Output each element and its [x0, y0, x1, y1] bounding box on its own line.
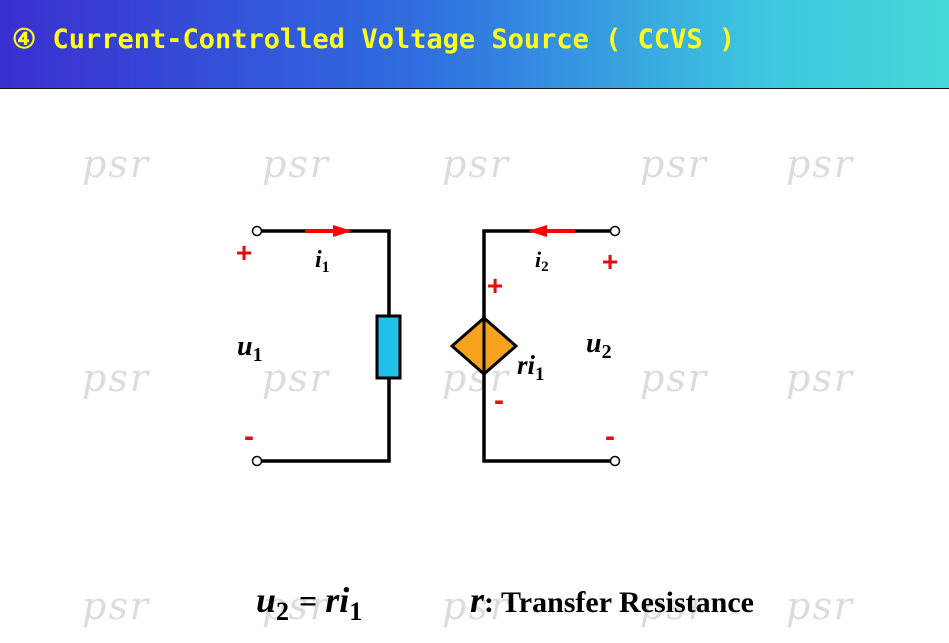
source-label-ri1: ri1: [517, 350, 545, 385]
resistor: [375, 314, 402, 380]
watermark: psr: [640, 584, 708, 628]
terminal-left-bottom: [251, 455, 263, 467]
source-plus-sign: +: [487, 270, 503, 301]
voltage-label-u2: u2: [586, 328, 612, 363]
terminal-right-top: [609, 225, 621, 237]
watermark: psr: [262, 584, 330, 628]
left-minus-sign: -: [244, 420, 254, 453]
watermark: psr: [640, 356, 708, 400]
current-label-i1: i1: [315, 247, 330, 276]
watermark: psr: [442, 142, 510, 186]
right-minus-sign: -: [605, 420, 615, 453]
watermark: psr: [82, 356, 150, 400]
terminal-left-top: [251, 225, 263, 237]
watermark: psr: [786, 356, 854, 400]
formula-description: r: Transfer Resistance: [470, 580, 754, 620]
left-plus-sign: +: [236, 237, 252, 268]
watermark: psr: [82, 584, 150, 628]
current-arrow-i2: [528, 225, 575, 237]
current-arrow-i1: [305, 225, 352, 237]
watermark: psr: [262, 142, 330, 186]
voltage-label-u1: u1: [237, 331, 263, 366]
watermark: psr: [442, 584, 510, 628]
watermark: psr: [640, 142, 708, 186]
page-title: ④ Current-Controlled Voltage Source ( CC…: [12, 24, 736, 55]
formula-equation: u2=ri1: [256, 580, 362, 626]
watermark: psr: [82, 142, 150, 186]
title-banner: ④ Current-Controlled Voltage Source ( CC…: [0, 0, 949, 89]
current-label-i2: i2: [535, 247, 549, 275]
watermark: psr: [786, 142, 854, 186]
watermark: psr: [262, 356, 330, 400]
right-plus-sign: +: [602, 246, 618, 277]
right-bottom-wire: [482, 368, 613, 463]
left-bottom-wire: [259, 376, 391, 463]
source-minus-sign: -: [494, 384, 504, 417]
watermark: psr: [786, 584, 854, 628]
terminal-right-bottom: [609, 455, 621, 467]
left-top-wire: [259, 229, 391, 318]
